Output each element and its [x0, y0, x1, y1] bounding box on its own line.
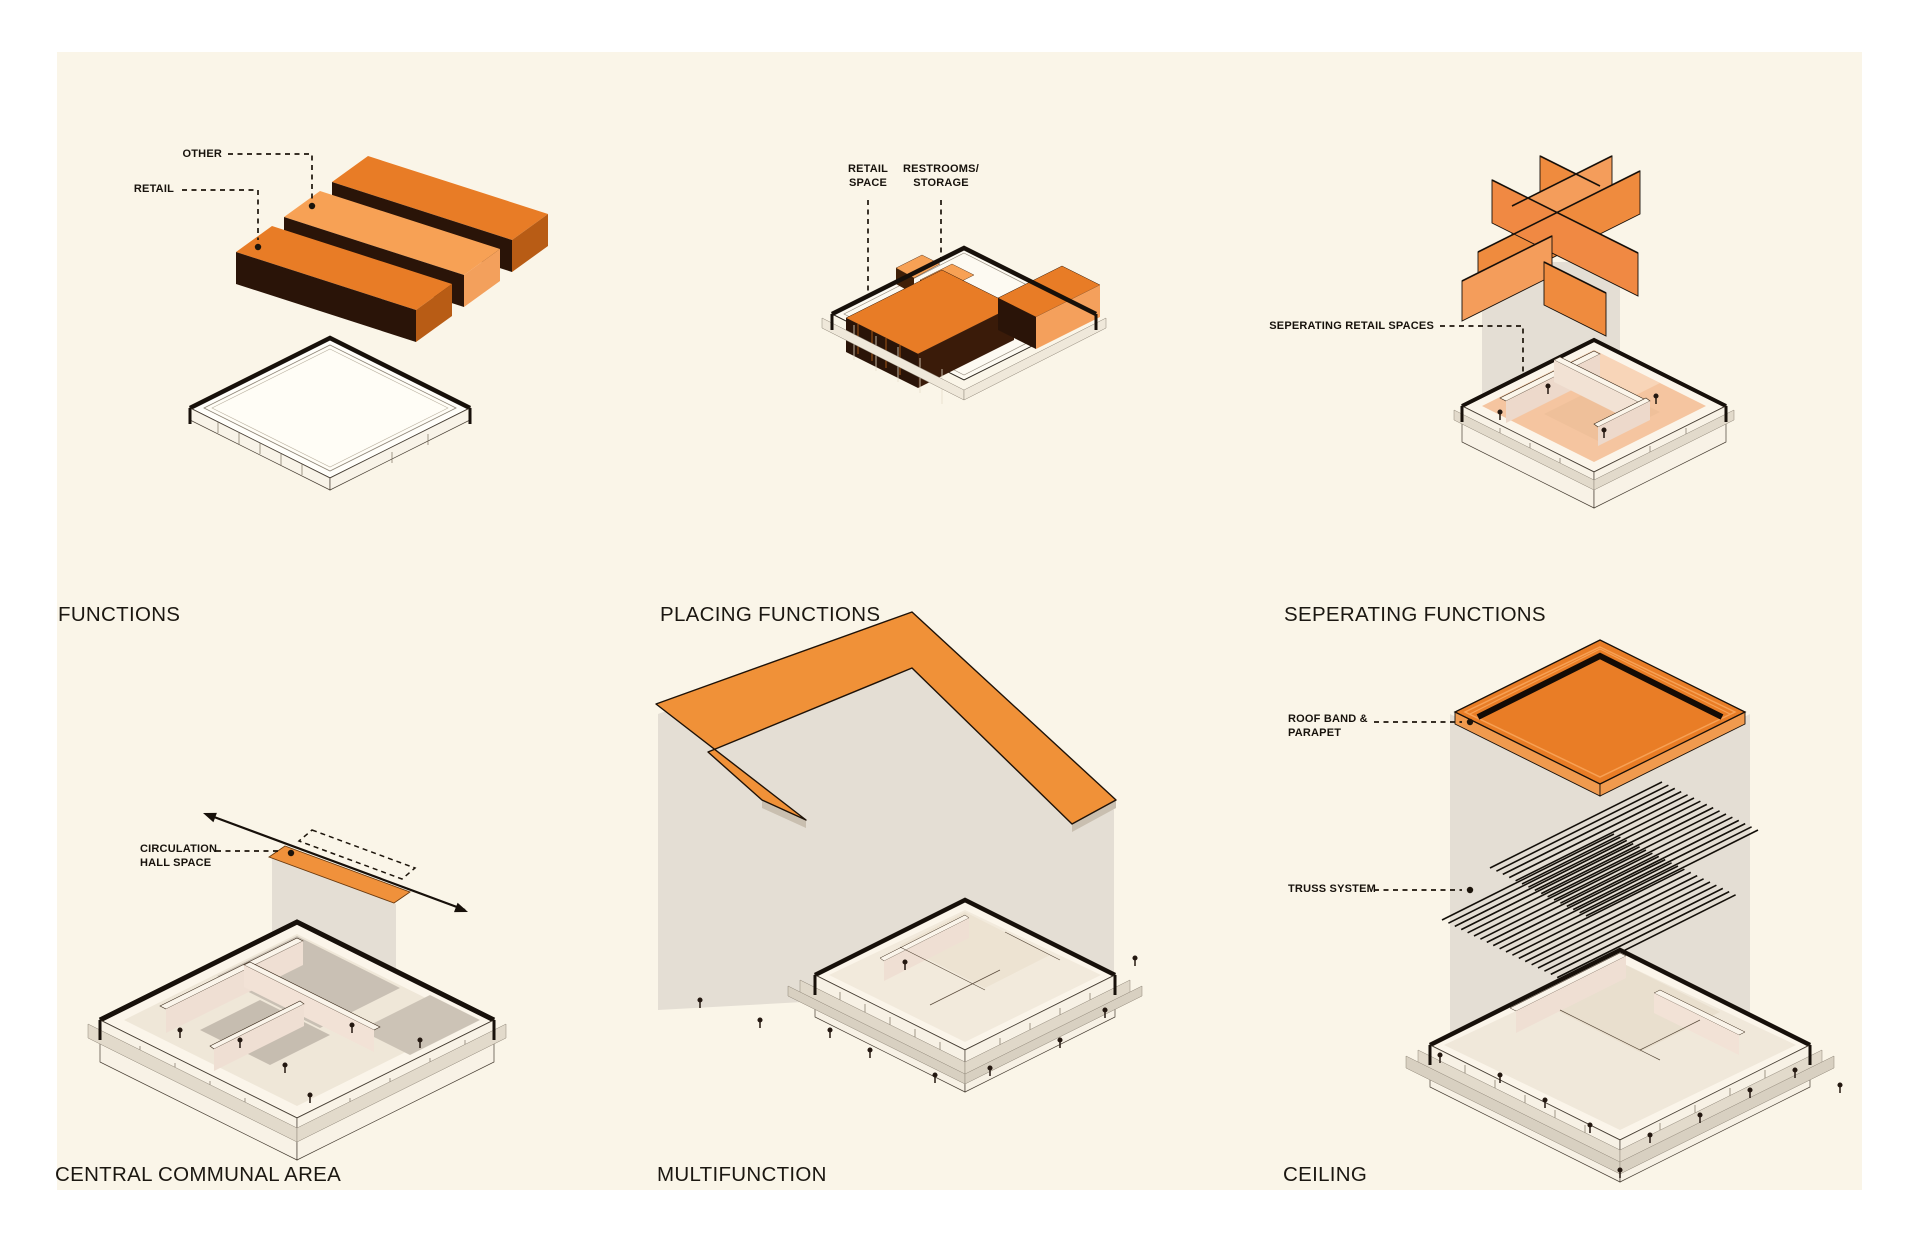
label-roof-band-parapet: ROOF BAND & PARAPET — [1288, 713, 1368, 740]
dashed-strip-outline — [297, 829, 417, 880]
circulation-strip — [268, 845, 411, 904]
leader-dot — [1466, 886, 1474, 894]
truss-system-lines — [1441, 781, 1759, 982]
label-restrooms-storage: RESTROOMS/ STORAGE — [903, 163, 979, 190]
multifunction-building — [697, 897, 1143, 1093]
function-bars-stack — [236, 156, 548, 342]
label-retail-space: RETAIL SPACE — [847, 163, 889, 190]
section-title-ceiling: CEILING — [1283, 1163, 1368, 1186]
roof-band-u — [655, 611, 1117, 825]
empty-floor-plan — [188, 335, 472, 491]
section-title-placing-functions: PLACING FUNCTIONS — [660, 603, 881, 626]
section-title-central-communal-area: CENTRAL COMMUNAL AREA — [55, 1163, 342, 1186]
panel-multifunction-diagram — [655, 611, 1143, 1093]
section-title-functions: FUNCTIONS — [58, 603, 181, 626]
panel-communal-diagram — [87, 812, 507, 1161]
section-title-seperating-functions: SEPERATING FUNCTIONS — [1284, 603, 1546, 626]
leader-dot — [287, 849, 295, 857]
leader-retail — [182, 189, 259, 240]
direction-arrow — [203, 812, 468, 913]
ceiling-building — [1405, 947, 1843, 1183]
band-tip-shadow — [1072, 800, 1116, 832]
leader-dot — [308, 202, 316, 210]
label-circulation-hall: CIRCULATION HALL SPACE — [140, 843, 218, 870]
leader-other — [228, 153, 313, 199]
panel-functions-diagram — [182, 153, 548, 491]
section-title-multifunction: MULTIFUNCTION — [657, 1163, 827, 1186]
label-other: OTHER — [182, 148, 222, 160]
label-seperating-retail-spaces: SEPERATING RETAIL SPACES — [1269, 320, 1434, 332]
roof-slab — [1453, 639, 1747, 797]
panel-placing-diagram — [821, 200, 1107, 404]
panel-seperating-diagram — [1440, 155, 1735, 509]
floor-plan-seperated — [1453, 337, 1735, 509]
label-retail: RETAIL — [133, 183, 174, 195]
building-shell — [821, 245, 1107, 404]
partition-walls — [1461, 155, 1641, 337]
panel-ceiling-diagram — [1374, 639, 1843, 1183]
leader-dot — [1466, 718, 1474, 726]
floor-plan-communal — [87, 919, 507, 1161]
label-truss-system: TRUSS SYSTEM — [1288, 883, 1376, 895]
leader-dot — [254, 243, 262, 251]
band-tip-shadow — [762, 800, 806, 828]
